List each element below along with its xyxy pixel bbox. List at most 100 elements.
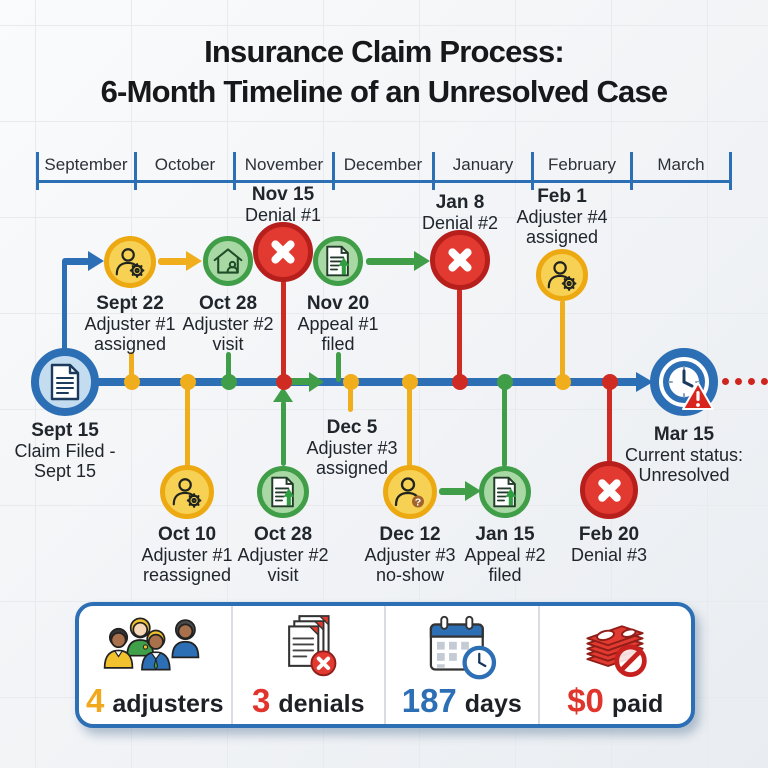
- connector-oct10: [185, 383, 190, 467]
- documents-rejected-icon: [288, 615, 337, 677]
- connector-dec5-stub: [348, 383, 353, 412]
- axis-tick: [630, 152, 633, 190]
- stat-denials-text: 3 denials: [252, 682, 365, 720]
- node-denial1: [253, 222, 313, 282]
- calendar-clock-icon: [429, 615, 496, 680]
- timeline-dot-dec12: [402, 374, 418, 390]
- document-upload-icon: [271, 476, 295, 508]
- svg-text:?: ?: [415, 497, 421, 509]
- timeline-dot-dec5: [343, 374, 359, 390]
- node-adjuster2-visit-bottom: [257, 466, 309, 518]
- label-appeal1: Nov 20 Appeal #1 filed: [297, 293, 379, 355]
- label-adjuster4-assigned: Feb 1 Adjuster #4 assigned: [516, 186, 608, 248]
- stat-paid-value: $0: [567, 682, 604, 719]
- label-adjuster1-assigned: Sept 22 Adjuster #1 assigned: [84, 293, 176, 355]
- connector-jan8: [457, 288, 462, 382]
- stat-days-value: 187: [401, 682, 457, 719]
- label-adjuster2-visit-bottom: Oct 28 Adjuster #2 visit: [237, 524, 329, 586]
- month-label-october: October: [154, 155, 216, 174]
- connector-dec12: [407, 383, 412, 467]
- axis-tick: [729, 152, 732, 190]
- stat-days-text: 187 days: [402, 682, 522, 720]
- connector-sept22: [129, 352, 134, 382]
- label-current-status: Mar 15 Current status: Unresolved: [624, 424, 744, 486]
- label-adjuster3-assigned: Dec 5 Adjuster #3 assigned: [306, 417, 398, 479]
- document-upload-icon: [326, 245, 350, 277]
- month-label-september: September: [44, 155, 128, 174]
- timeline-dot-oct28: [221, 374, 237, 390]
- month-label-march: March: [657, 155, 705, 174]
- month-label-january: January: [452, 155, 514, 174]
- label-adjuster3-noshow: Dec 12 Adjuster #3 no-show: [364, 524, 456, 586]
- timeline-dot-feb20: [602, 374, 618, 390]
- month-axis-line: [37, 180, 731, 183]
- title-line-2: 6-Month Timeline of an Unresolved Case: [100, 73, 669, 109]
- x-mark-icon: [448, 248, 472, 272]
- axis-tick: [134, 152, 137, 190]
- flow-arrow-claim-horizontal: [62, 258, 90, 265]
- up-arrow-line-oct28: [281, 401, 286, 466]
- stat-denials: 3 denials: [230, 606, 385, 724]
- node-adjuster1-reassigned: [160, 465, 214, 519]
- people-group-icon: [103, 617, 200, 671]
- axis-tick: [332, 152, 335, 190]
- label-adjuster1-reassigned: Oct 10 Adjuster #1 reassigned: [141, 524, 233, 586]
- timeline-dot-feb1: [555, 374, 571, 390]
- timeline-arrowhead: [636, 372, 653, 392]
- month-label-november: November: [244, 155, 324, 174]
- month-label-december: December: [343, 155, 423, 174]
- node-current-status: [650, 348, 718, 416]
- node-denial3: [580, 461, 638, 519]
- axis-tick: [36, 152, 39, 190]
- house-person-icon: [213, 248, 243, 274]
- month-label-february: February: [547, 155, 617, 174]
- label-denial1: Nov 15 Denial #1: [244, 184, 322, 226]
- node-claim-filed: [31, 348, 99, 416]
- flow-arrowhead-sept22-oct28: [186, 251, 202, 271]
- stat-paid: $0 paid: [537, 606, 692, 724]
- money-blocked-icon: [586, 625, 647, 678]
- label-claim-filed: Sept 15 Claim Filed - Sept 15: [14, 420, 116, 482]
- document-icon: [50, 363, 80, 401]
- axis-tick: [531, 152, 534, 190]
- axis-tick: [432, 152, 435, 190]
- node-adjuster1-assigned: [104, 236, 156, 288]
- node-adjuster3-noshow: ?: [383, 465, 437, 519]
- stat-adjusters: 4 adjusters: [79, 606, 231, 724]
- person-gear-icon: [172, 478, 202, 508]
- flow-arrowhead-nov20-jan8: [414, 251, 430, 271]
- node-adjuster2-visit-top: [203, 236, 253, 286]
- label-denial2: Jan 8 Denial #2: [421, 192, 499, 234]
- flow-arrow-sept22-oct28: [158, 258, 188, 265]
- flow-arrowhead-timeline-green: [309, 372, 324, 392]
- warning-triangle-icon: [682, 382, 714, 410]
- stat-adjusters-value: 4: [85, 682, 105, 719]
- flow-arrow-dec12-jan15: [439, 488, 467, 495]
- stat-paid-text: $0 paid: [567, 682, 663, 720]
- connector-jan15: [502, 383, 507, 467]
- timeline-dot-jan8: [452, 374, 468, 390]
- x-mark-icon: [597, 478, 621, 502]
- person-gear-icon: [547, 261, 577, 291]
- flow-arrowhead-dec12-jan15: [465, 481, 481, 501]
- stat-adjusters-text: 4 adjusters: [86, 682, 224, 720]
- label-denial3: Feb 20 Denial #3: [570, 524, 648, 566]
- page-title: Insurance Claim Process: 6-Month Timelin…: [0, 32, 768, 111]
- timeline-dot-sept22: [124, 374, 140, 390]
- timeline-dot-nov15: [276, 374, 292, 390]
- flow-arrow-claim-vertical: [62, 260, 67, 352]
- node-appeal1: [313, 236, 363, 286]
- node-denial2: [430, 230, 490, 290]
- label-appeal2: Jan 15 Appeal #2 filed: [464, 524, 546, 586]
- stat-paid-label: paid: [611, 690, 664, 718]
- connector-nov20: [336, 352, 341, 382]
- timeline-dot-oct10: [180, 374, 196, 390]
- person-gear-icon: [115, 248, 145, 278]
- axis-tick: [233, 152, 236, 190]
- node-adjuster4-assigned: [536, 249, 588, 301]
- label-adjuster2-visit-top: Oct 28 Adjuster #2 visit: [182, 293, 274, 355]
- document-upload-icon: [493, 476, 517, 508]
- stat-denials-label: denials: [278, 690, 365, 718]
- stat-denials-value: 3: [251, 682, 271, 719]
